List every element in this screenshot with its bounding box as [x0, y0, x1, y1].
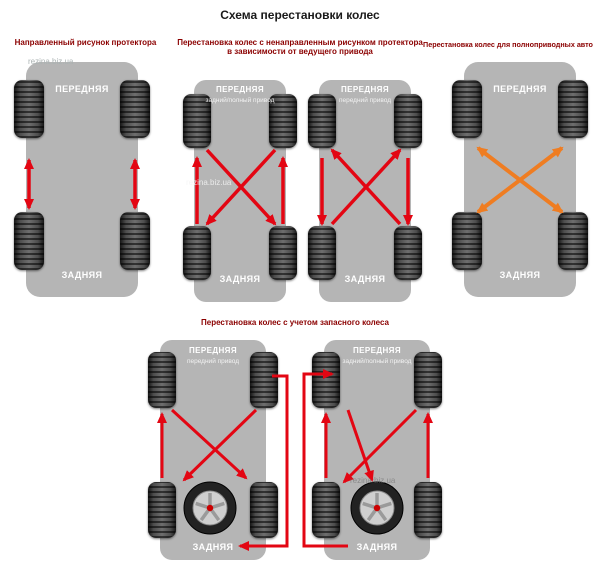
tire-rear-left [452, 212, 482, 270]
car-diagram-awd: ПЕРЕДНЯЯ ЗАДНЯЯ [452, 62, 588, 297]
tire-rear-right [250, 482, 278, 538]
tire-front-right [120, 80, 150, 138]
tire-rear-right [394, 226, 422, 280]
rotation-arrows [476, 146, 564, 214]
tire-rear-left [183, 226, 211, 280]
section-label-spare: Перестановка колес с учетом запасного ко… [201, 318, 389, 327]
tire-rear-left [312, 482, 340, 538]
front-axle-label: ПЕРЕДНЯЯ [341, 85, 389, 94]
tire-rear-right [414, 482, 442, 538]
rear-axle-label: ЗАДНЯЯ [499, 270, 541, 280]
spare-wheel [350, 481, 404, 535]
tire-rear-right [558, 212, 588, 270]
tire-front-left [452, 80, 482, 138]
section-label-awd: Перестановка колес для полноприводных ав… [423, 40, 593, 49]
rear-axle-label: ЗАДНЯЯ [344, 274, 386, 284]
tire-rear-right [120, 212, 150, 270]
car-diagram-front-drive: ПЕРЕДНЯЯ передний привод ЗАДНЯЯ [308, 78, 422, 302]
rotation-arrows [192, 148, 288, 226]
rotation-arrows [24, 158, 140, 210]
tire-front-right [558, 80, 588, 138]
tire-rear-left [148, 482, 176, 538]
page-title: Схема перестановки колес [220, 8, 380, 22]
spare-wheel [183, 481, 237, 535]
tire-front-left [308, 94, 336, 148]
rear-axle-label: ЗАДНЯЯ [61, 270, 103, 280]
tire-front-left [14, 80, 44, 138]
tire-rear-left [308, 226, 336, 280]
drive-type-label: задний/полный привод [205, 97, 275, 104]
watermark: rezina.biz.ua [186, 178, 232, 187]
car-diagram-spare-rear-drive: ПЕРЕДНЯЯ задний/полный привод ЗАДНЯЯ [300, 340, 444, 560]
tire-rear-right [269, 226, 297, 280]
tire-rear-left [14, 212, 44, 270]
rotation-arrows [157, 374, 289, 551]
rear-axle-label: ЗАДНЯЯ [219, 274, 261, 284]
watermark: rezina.biz.ua [350, 476, 396, 485]
rotation-arrows [302, 369, 433, 548]
rear-axle-label: ЗАДНЯЯ [192, 542, 234, 552]
section-label-nondirectional-line2: в зависимости от ведущего привода [227, 47, 373, 56]
tire-front-right [269, 94, 297, 148]
tire-front-left [183, 94, 211, 148]
front-axle-label: ПЕРЕДНЯЯ [55, 84, 109, 94]
section-label-directional: Направленный рисунок протектора [14, 38, 157, 47]
car-body [26, 62, 138, 297]
car-diagram-rear-drive: ПЕРЕДНЯЯ задний/полный привод ЗАДНЯЯ [183, 78, 297, 302]
front-axle-label: ПЕРЕДНЯЯ [189, 346, 237, 355]
drive-type-label: передний привод [186, 358, 240, 365]
tire-front-left [312, 352, 340, 408]
car-diagram-directional: ПЕРЕДНЯЯ ЗАДНЯЯ [14, 62, 150, 297]
rear-axle-label: ЗАДНЯЯ [356, 542, 398, 552]
car-diagram-spare-front-drive: ПЕРЕДНЯЯ передний привод ЗАДНЯЯ [148, 340, 290, 560]
front-axle-label: ПЕРЕДНЯЯ [493, 84, 547, 94]
front-axle-label: ПЕРЕДНЯЯ [216, 85, 264, 94]
drive-type-label: передний привод [338, 97, 392, 104]
watermark: rezina.biz.ua [28, 57, 74, 66]
drive-type-label: задний/полный привод [342, 358, 412, 365]
tire-front-right [250, 352, 278, 408]
tire-front-left [148, 352, 176, 408]
tire-front-right [414, 352, 442, 408]
front-axle-label: ПЕРЕДНЯЯ [353, 346, 401, 355]
section-label-nondirectional-line1: Перестановка колес с ненаправленным рису… [177, 38, 423, 47]
tire-front-right [394, 94, 422, 148]
rotation-arrows [317, 148, 413, 226]
